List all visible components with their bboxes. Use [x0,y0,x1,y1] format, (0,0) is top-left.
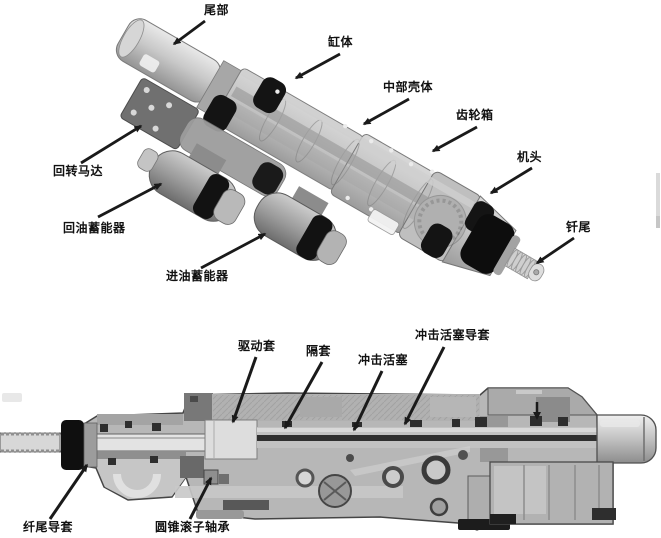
label-shank-guide: 纤尾导套 [23,520,74,534]
cross-section-view [0,387,657,531]
raised-block [184,393,213,421]
label-cylinder: 缸体 [328,35,354,49]
top-view-leaders [80,19,575,270]
label-impact-piston: 冲击活塞 [358,353,409,367]
valve-cap [252,162,284,195]
edge-artifact [656,173,660,228]
leader-shank-guide [48,463,89,520]
bolt-dots [275,89,435,212]
arrow-inlet-accumulator [200,232,267,270]
inlet-accumulator-part [253,186,347,265]
leader-tapered-roller-bearing [188,476,213,520]
arrow-cylinder [294,52,341,80]
spring-arc [113,473,161,498]
rear-buffer-cylinder [596,414,657,464]
tail-part [115,18,221,103]
lower-seal-band [97,452,186,459]
upper-block-2 [430,397,476,417]
raised-block-detail [190,396,198,402]
label-tail: 尾部 [204,3,230,17]
label-drive-sleeve: 驱动套 [238,339,276,353]
rotary-motor-plate [120,78,199,150]
impact-piston-section [204,419,597,460]
arrow-middle-housing [362,97,410,126]
label-head: 机头 [517,150,543,164]
label-return-accumulator: 回油蓄能器 [63,221,126,235]
arrow-head [489,166,533,195]
pipe-boss [429,497,449,517]
smudge [2,393,22,402]
leader-drive-sleeve [231,356,258,424]
arrow-shank [535,236,575,265]
front-foot [196,510,244,519]
assembled-drifter-view [115,18,545,282]
label-shank: 钎尾 [566,220,592,234]
leader-impact-piston [352,370,384,432]
front-top-strip [97,414,183,425]
section-view-leaders [48,346,446,520]
label-spacer-sleeve: 隔套 [306,344,332,358]
rear-lower-block [489,461,616,525]
arrow-gearbox [431,125,478,153]
arrow-rotary-motor [80,124,143,165]
arrow-return-accumulator [97,182,163,219]
hump-notch [516,390,542,394]
upper-block-1 [300,397,342,417]
label-inlet-accumulator: 进油蓄能器 [166,269,229,283]
label-tapered-roller-bearing: 圆锥滚子轴承 [155,520,231,534]
label-impact-piston-guide: 冲击活塞导套 [415,328,491,342]
leader-impact-piston-guide [403,346,446,426]
shank-guide-collar [61,420,84,470]
arrow-tail [172,19,206,46]
label-gearbox: 齿轮箱 [456,108,494,122]
gear-and-bearing-rings [175,446,470,510]
chuck-ring [493,235,521,276]
return-accumulator-part [137,143,246,225]
tie-rod [240,69,475,209]
white-fitting [367,209,400,235]
shank-rod [504,247,545,282]
leader-spacer-sleeve [283,361,324,430]
label-middle-housing: 中部壳体 [383,80,434,94]
guide-ring [83,422,98,468]
label-rotary-motor: 回转马达 [53,164,104,178]
section-pointer-mark [533,402,541,420]
